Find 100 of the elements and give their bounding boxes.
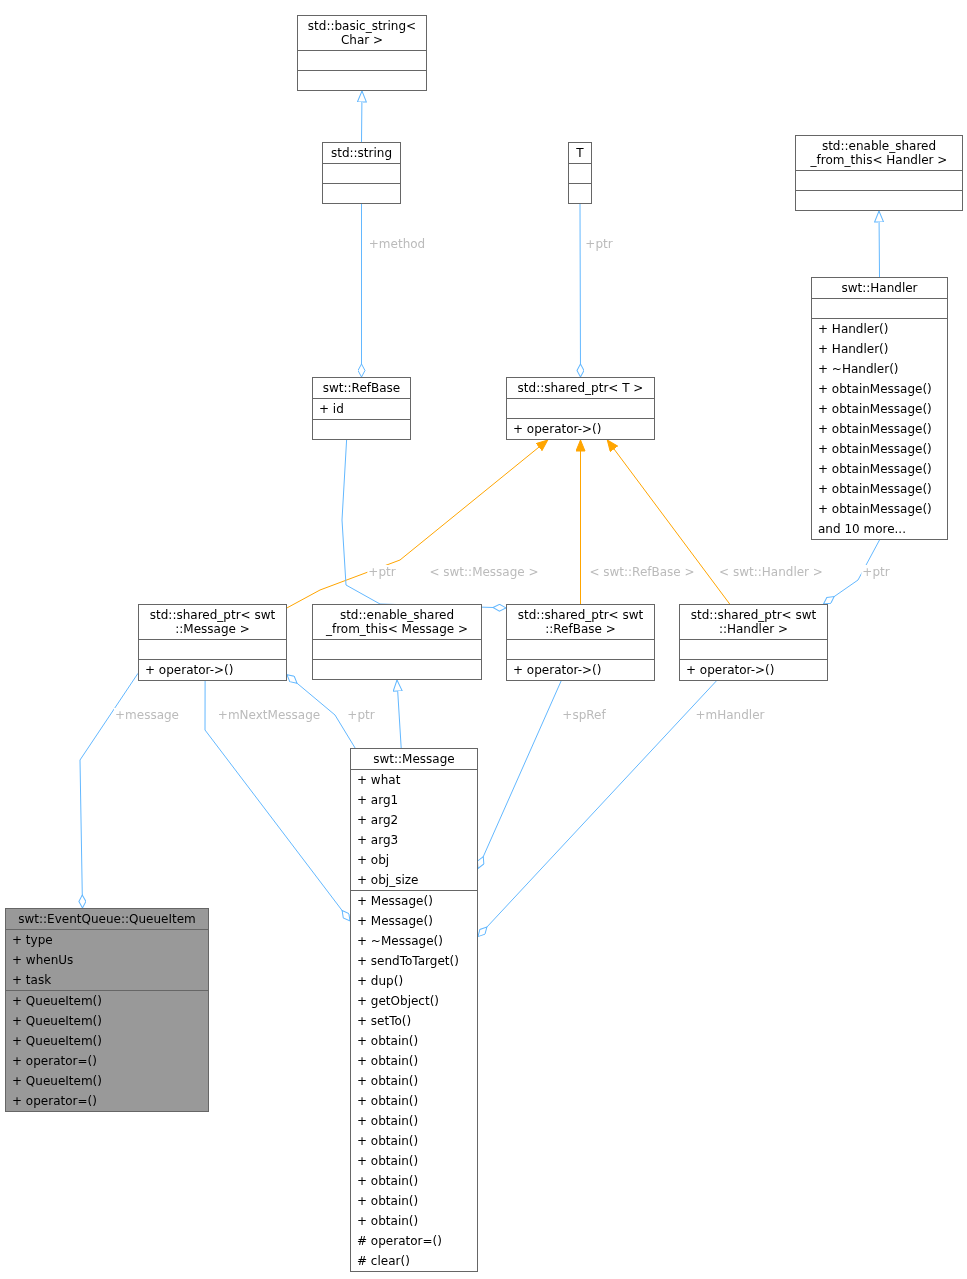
class-member: + obtainMessage() <box>817 441 933 458</box>
edge-label: +ptr <box>367 565 397 579</box>
class-member: + QueueItem() <box>11 1033 103 1050</box>
class-member: + obtainMessage() <box>817 481 933 498</box>
arrow <box>286 439 549 609</box>
class-name: std::shared_ptr< T > <box>516 380 645 397</box>
aggregation-connector <box>823 539 880 605</box>
class-member: + getObject() <box>356 993 441 1010</box>
class-box <box>350 748 478 1272</box>
aggregation-connector <box>576 203 585 378</box>
class-member: + obj <box>356 852 391 869</box>
class-member: + obtainMessage() <box>817 461 933 478</box>
class-member: + operator=() <box>11 1093 98 1110</box>
class-member: + QueueItem() <box>11 1013 103 1030</box>
class-member: + QueueItem() <box>11 993 103 1010</box>
class-member: + obtain() <box>356 1193 420 1210</box>
class-box <box>312 604 482 680</box>
edge-label: +message <box>114 708 180 722</box>
class-member: + what <box>356 772 402 789</box>
class-name: std::shared_ptr< swt ::RefBase > <box>516 607 645 638</box>
class-member: + operator->() <box>512 421 603 438</box>
class-member: + obtainMessage() <box>817 381 933 398</box>
class-name: std::basic_string< Char > <box>306 18 418 49</box>
class-name: swt::RefBase <box>321 380 402 397</box>
class-box <box>811 277 948 540</box>
class-member: + obtain() <box>356 1153 420 1170</box>
arrow <box>874 210 885 278</box>
class-name: std::string <box>329 145 394 162</box>
edge-label: < swt::Handler > <box>718 565 824 579</box>
aggregation-connector <box>286 674 356 749</box>
edge-label: < swt::RefBase > <box>588 565 696 579</box>
class-box <box>322 142 401 204</box>
arrow <box>392 679 403 749</box>
edge-label: +method <box>367 237 427 251</box>
aggregation-connector <box>78 672 139 909</box>
class-member: + arg2 <box>356 812 400 829</box>
class-name: swt::Handler <box>840 280 919 297</box>
class-box <box>795 135 963 211</box>
class-box <box>138 604 287 681</box>
edge-label: +mHandler <box>694 708 766 722</box>
class-member: + obj_size <box>356 872 420 889</box>
class-member: + Handler() <box>817 341 890 358</box>
arrow <box>606 439 731 605</box>
class-member: + obtain() <box>356 1213 420 1230</box>
class-name: std::enable_shared _from_this< Message > <box>324 607 470 638</box>
class-member: + obtain() <box>356 1033 420 1050</box>
aggregation-connector <box>357 203 366 378</box>
class-box <box>506 377 655 440</box>
class-member: + obtain() <box>356 1173 420 1190</box>
class-name: swt::EventQueue::QueueItem <box>17 911 197 928</box>
aggregation-connector <box>477 680 717 938</box>
class-member: + operator->() <box>144 662 235 679</box>
class-member: + arg3 <box>356 832 400 849</box>
class-member: + task <box>11 972 53 989</box>
edge-label: +mNextMessage <box>216 708 322 722</box>
class-member: + Message() <box>356 913 434 930</box>
class-box <box>297 15 427 91</box>
class-member: # operator=() <box>356 1233 443 1250</box>
class-box <box>5 908 209 1112</box>
class-name: std::shared_ptr< swt ::Handler > <box>689 607 818 638</box>
class-box <box>312 377 411 440</box>
class-member: + obtainMessage() <box>817 501 933 518</box>
class-name: std::shared_ptr< swt ::Message > <box>148 607 277 638</box>
class-member: + arg1 <box>356 792 400 809</box>
class-member: + dup() <box>356 973 405 990</box>
class-member: + operator->() <box>685 662 776 679</box>
aggregation-connector <box>476 680 562 869</box>
edge-label: +spRef <box>561 708 607 722</box>
class-member: + obtain() <box>356 1113 420 1130</box>
class-member: + Message() <box>356 893 434 910</box>
class-member: + obtain() <box>356 1093 420 1110</box>
class-member: + obtain() <box>356 1073 420 1090</box>
class-box <box>506 604 655 681</box>
class-member: + setTo() <box>356 1013 413 1030</box>
aggregation-connector <box>204 680 351 922</box>
class-member: + ~Handler() <box>817 361 900 378</box>
class-member: + operator->() <box>512 662 603 679</box>
edge-label: +ptr <box>584 237 614 251</box>
class-member: + Handler() <box>817 321 890 338</box>
arrow <box>356 90 367 143</box>
class-name: swt::Message <box>372 751 456 768</box>
class-member: + id <box>318 401 345 418</box>
class-name: std::enable_shared _from_this< Handler > <box>809 138 949 169</box>
class-member: + sendToTarget() <box>356 953 460 970</box>
class-member: + obtain() <box>356 1053 420 1070</box>
class-member: + obtainMessage() <box>817 421 933 438</box>
class-box <box>679 604 828 681</box>
arrow <box>575 439 586 605</box>
class-member: + obtainMessage() <box>817 401 933 418</box>
class-member: + obtain() <box>356 1133 420 1150</box>
class-member: + whenUs <box>11 952 75 969</box>
class-member: + type <box>11 932 54 949</box>
class-member: + operator=() <box>11 1053 98 1070</box>
edge-label: +ptr <box>346 708 376 722</box>
edge-label: < swt::Message > <box>428 565 540 579</box>
class-name: T <box>575 145 585 162</box>
class-member: + ~Message() <box>356 933 444 950</box>
class-member: + QueueItem() <box>11 1073 103 1090</box>
class-box <box>568 142 592 204</box>
edge-label: +ptr <box>861 565 891 579</box>
